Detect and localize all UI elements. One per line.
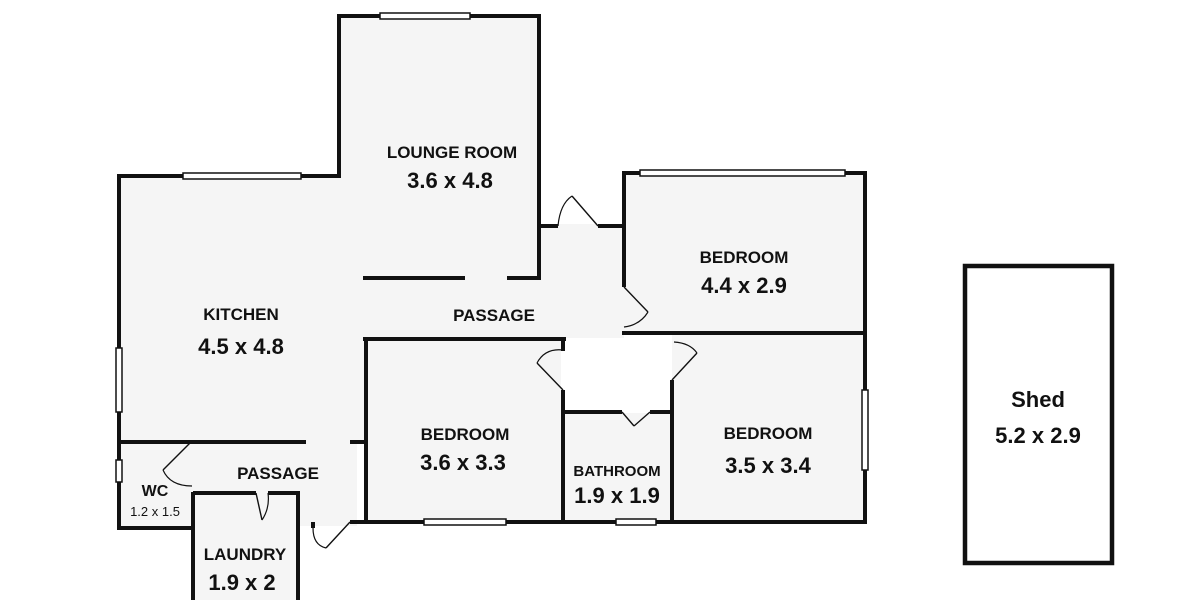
laundry-dims: 1.9 x 2 <box>208 570 275 595</box>
door-bedroom-top-right <box>623 286 649 328</box>
lounge-room-dims: 3.6 x 4.8 <box>407 168 493 193</box>
wc-name: WC <box>142 483 169 500</box>
lounge-room-name: LOUNGE ROOM <box>387 143 517 162</box>
door-laundry <box>255 492 269 521</box>
bedroom-centre-dims: 3.6 x 3.3 <box>420 450 506 475</box>
door-entry <box>312 521 351 549</box>
bedroom-top-right-dims: 4.4 x 2.9 <box>701 273 787 298</box>
window <box>115 347 123 413</box>
window <box>182 172 302 180</box>
shed-name: Shed <box>1011 387 1065 412</box>
window <box>639 169 846 177</box>
door-bathroom <box>621 411 651 427</box>
window <box>615 518 657 526</box>
door-bedroom-right <box>671 341 698 381</box>
wc-dims: 1.2 x 1.5 <box>130 504 180 519</box>
doors <box>162 195 698 549</box>
laundry-name: LAUNDRY <box>204 545 287 564</box>
kitchen-dims: 4.5 x 4.8 <box>198 334 284 359</box>
bedroom-right-name: BEDROOM <box>724 424 813 443</box>
windows <box>115 12 869 526</box>
bathroom-name: BATHROOM <box>573 463 660 480</box>
window <box>379 12 471 20</box>
bedroom-top-right-name: BEDROOM <box>700 248 789 267</box>
window <box>115 459 123 483</box>
passage-name: PASSAGE <box>453 306 535 325</box>
floor-areas <box>117 16 865 600</box>
bedroom-right-dims: 3.5 x 3.4 <box>725 453 811 478</box>
window <box>861 389 869 471</box>
door-bedroom-centre <box>536 349 564 391</box>
passage-lower-name: PASSAGE <box>237 464 319 483</box>
shed-dims: 5.2 x 2.9 <box>995 423 1081 448</box>
door-wc <box>162 442 193 487</box>
window <box>423 518 507 526</box>
bedroom-centre-name: BEDROOM <box>421 425 510 444</box>
shed-outline <box>962 263 1115 566</box>
door-lounge <box>557 195 599 227</box>
kitchen-name: KITCHEN <box>203 305 279 324</box>
bathroom-dims: 1.9 x 1.9 <box>574 483 660 508</box>
room-labels: LOUNGE ROOM 3.6 x 4.8 KITCHEN 4.5 x 4.8 … <box>130 143 1081 595</box>
